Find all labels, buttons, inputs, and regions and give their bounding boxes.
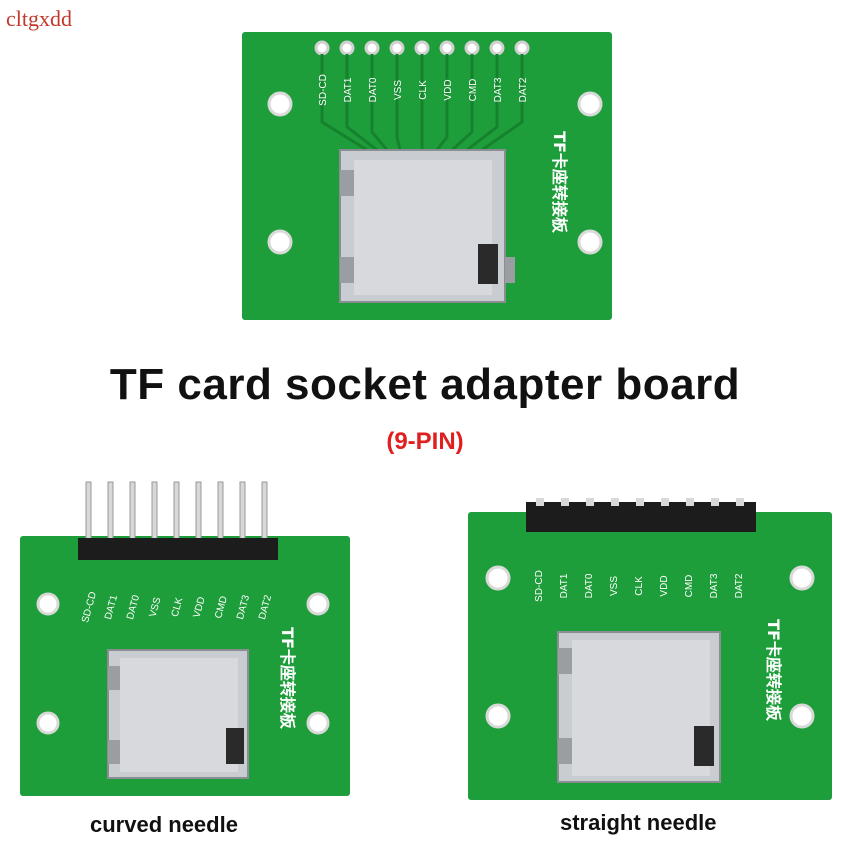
pin-label: DAT1 [559, 573, 570, 598]
board-side-text: TF卡座转接板 [550, 131, 569, 234]
pcb-board-curved-drawing: SD-CD DAT1 DAT0 VSS CLK VDD CMD DAT3 DAT… [20, 481, 350, 796]
mount-hole [577, 91, 603, 117]
pin-pads [314, 40, 530, 56]
pin-label: DAT0 [368, 77, 379, 102]
pin-label: DAT0 [584, 573, 595, 598]
header-pins-straight [526, 498, 756, 532]
mount-hole [485, 703, 511, 729]
pin-label: DAT3 [493, 77, 504, 102]
pin-label: VDD [659, 575, 670, 596]
mount-hole [789, 703, 815, 729]
pin-label: VSS [148, 596, 164, 618]
pin-label: SD-CD [534, 570, 545, 602]
watermark-text: cltgxdd [6, 6, 72, 31]
pin-label: VSS [393, 80, 404, 100]
pin-label: CLK [418, 80, 429, 100]
pin-labels: SD-CD DAT1 DAT0 VSS CLK VDD CMD DAT3 DAT… [534, 570, 745, 602]
product-title: TF card socket adapter board [109, 360, 741, 409]
tf-socket [339, 149, 515, 303]
pin-count-subtitle: (9-PIN) [386, 428, 464, 455]
pin-label: CMD [468, 79, 479, 102]
copper-traces [320, 54, 524, 152]
mount-hole [36, 592, 60, 616]
mount-hole [267, 91, 293, 117]
pcb-board-top-drawing: SD-CD DAT1 DAT0 VSS CLK VDD CMD DAT3 DAT… [242, 32, 612, 320]
pin-label: VSS [609, 576, 620, 596]
pin-label: DAT2 [518, 77, 529, 102]
header-pins-bent [78, 481, 278, 560]
mount-hole [789, 565, 815, 591]
pin-label: CLK [170, 596, 186, 618]
pcb-board-straight: SD-CD DAT1 DAT0 VSS CLK VDD CMD DAT3 DAT… [468, 490, 832, 800]
pcb-board-curved: SD-CD DAT1 DAT0 VSS CLK VDD CMD DAT3 DAT… [20, 478, 350, 796]
mount-hole [36, 711, 60, 735]
pcb-board-top: SD-CD DAT1 DAT0 VSS CLK VDD CMD DAT3 DAT… [242, 32, 612, 320]
pin-label: SD-CD [318, 74, 329, 106]
caption-straight-needle: straight needle [560, 810, 717, 835]
board-side-text: TF卡座转接板 [278, 627, 297, 730]
board-side-text: TF卡座转接板 [764, 619, 783, 722]
mount-hole [577, 229, 603, 255]
caption-curved-needle: curved needle [90, 812, 238, 837]
tf-socket [557, 631, 721, 783]
pin-labels: SD-CD DAT1 DAT0 VSS CLK VDD CMD DAT3 DAT… [318, 74, 529, 106]
pin-label: DAT1 [343, 77, 354, 102]
pin-label: VDD [192, 596, 208, 619]
pcb-board-straight-drawing: SD-CD DAT1 DAT0 VSS CLK VDD CMD DAT3 DAT… [468, 498, 832, 800]
pin-label: DAT2 [734, 573, 745, 598]
tf-socket [107, 649, 249, 779]
pin-label: CLK [634, 576, 645, 596]
mount-hole [267, 229, 293, 255]
mount-hole [485, 565, 511, 591]
mount-hole [306, 592, 330, 616]
pin-label: DAT3 [709, 573, 720, 598]
pin-label: VDD [443, 79, 454, 100]
mount-hole [306, 711, 330, 735]
pin-label: CMD [684, 575, 695, 598]
